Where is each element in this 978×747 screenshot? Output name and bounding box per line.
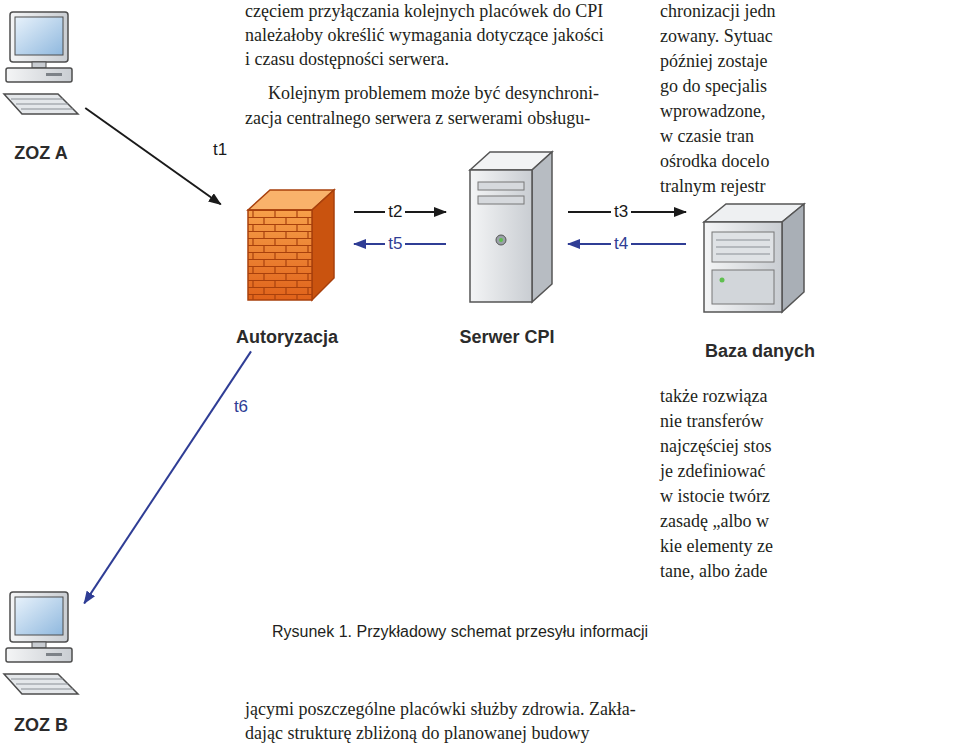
article-text-line: zacja centralnego serwera z serwerami ob… xyxy=(245,107,590,129)
article-text-line: wprowadzone, xyxy=(660,100,765,122)
computer-icon xyxy=(4,12,78,114)
edge-label: t4 xyxy=(611,234,631,254)
article-text-line: jącymi poszczególne placówki służby zdro… xyxy=(245,698,636,720)
node-label: ZOZ A xyxy=(0,142,82,164)
edge-label: t5 xyxy=(385,234,405,254)
server-icon xyxy=(470,152,552,302)
flow-arrow xyxy=(85,108,220,204)
database-cabinet-icon xyxy=(704,204,804,312)
article-text-line: kie elementy ze xyxy=(660,535,773,557)
node-label: ZOZ B xyxy=(0,714,82,736)
firewall-icon xyxy=(248,190,334,300)
article-text-line: częciem przyłączania kolejnych placówek … xyxy=(245,0,603,22)
article-text-line: zowany. Sytuac xyxy=(660,25,773,47)
article-text-line: chronizacji jedn xyxy=(660,0,775,22)
article-text-line: ośrodka docelo xyxy=(660,150,769,172)
node-label: Autoryzacja xyxy=(224,326,350,348)
edge-label: t1 xyxy=(210,140,230,160)
icon-node: Baza danych xyxy=(690,196,830,362)
article-text-line: należałoby określić wymagania dotyczące … xyxy=(245,24,604,46)
computer-icon xyxy=(4,592,78,694)
node-label: Baza danych xyxy=(690,340,830,362)
article-text-line: w istocie twórz xyxy=(660,485,770,507)
icon-node: Serwer CPI xyxy=(450,146,564,348)
figure-caption: Rysunek 1. Przykładowy schemat przesyłu … xyxy=(272,622,648,642)
article-text-line: w czasie tran xyxy=(660,125,754,147)
icon-node: ZOZ A xyxy=(0,8,82,164)
icon-node: Autoryzacja xyxy=(224,182,350,348)
article-text-line: go do specjalis xyxy=(660,75,767,97)
node-label: Serwer CPI xyxy=(450,326,564,348)
article-text-line: także rozwiąza xyxy=(660,385,767,407)
article-text-line: je zdefiniować xyxy=(660,460,765,482)
flow-arrow xyxy=(84,351,251,603)
article-text-line: później zostaje xyxy=(660,50,767,72)
edge-label: t3 xyxy=(611,202,631,222)
article-text-line: i czasu dostępności serwera. xyxy=(245,48,449,70)
article-text-line: tralnym rejestr xyxy=(660,175,765,197)
article-text-line: dając strukturę zbliżoną do planowanej b… xyxy=(245,722,589,744)
icon-node: ZOZ B xyxy=(0,588,82,736)
article-text-line: najczęściej stos xyxy=(660,435,771,457)
edge-label: t6 xyxy=(231,397,251,417)
article-text-line: nie transferów xyxy=(660,410,763,432)
edge-label: t2 xyxy=(385,202,405,222)
article-text-line: Kolejnym problemem może być desynchroni- xyxy=(268,82,599,104)
article-text-line: zasadę „albo w xyxy=(660,510,769,532)
article-text-line: tane, albo żade xyxy=(660,560,767,582)
